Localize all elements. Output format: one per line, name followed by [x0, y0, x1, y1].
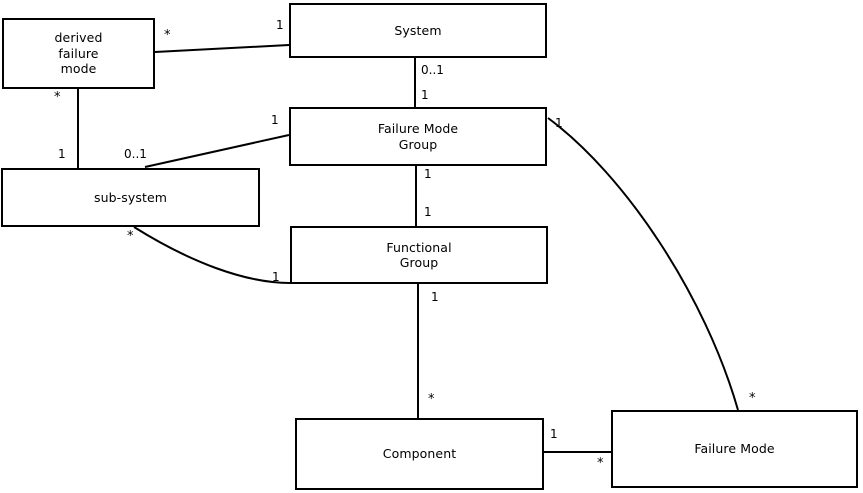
- multiplicity-label-mult-fg-component-one: 1: [431, 290, 439, 304]
- multiplicity-label-mult-fg-fmg-one: 1: [424, 205, 432, 219]
- class-name-functional-group: Functional Group: [386, 239, 452, 271]
- multiplicity-label-mult-dfm-subsystem-star: *: [54, 90, 61, 105]
- class-box-system[interactable]: System: [289, 3, 547, 58]
- multiplicity-label-mult-fg-subsystem-one: 1: [272, 270, 280, 284]
- multiplicity-label-mult-fmg-system-one: 1: [421, 88, 429, 102]
- multiplicity-label-mult-fmg-fm-one: 1: [555, 116, 563, 130]
- class-name-failure-mode: Failure Mode: [694, 441, 775, 457]
- class-name-sub-system: sub-system: [93, 189, 168, 205]
- class-name-derived-failure-mode: derived failure mode: [54, 30, 103, 77]
- multiplicity-label-mult-fmg-fg-one: 1: [424, 167, 432, 181]
- multiplicity-label-mult-system-dfm-one: 1: [276, 18, 284, 32]
- multiplicity-label-mult-subsystem-fmg-zero-one: 0..1: [124, 147, 147, 161]
- association-sub-system--functional-group: [133, 226, 291, 284]
- multiplicity-label-mult-fm-fmg-star: *: [749, 391, 756, 406]
- multiplicity-label-mult-system-fmg-zero-one: 0..1: [421, 63, 444, 77]
- multiplicity-label-mult-subsystem-dfm-one: 1: [58, 147, 66, 161]
- multiplicity-label-mult-subsystem-fg-star: *: [127, 229, 134, 244]
- class-box-component[interactable]: Component: [295, 418, 544, 490]
- class-name-system: System: [394, 22, 442, 38]
- class-box-failure-mode[interactable]: Failure Mode: [611, 410, 858, 488]
- multiplicity-label-mult-component-fg-star: *: [428, 392, 435, 407]
- multiplicity-label-mult-fm-component-star: *: [597, 456, 604, 471]
- class-box-derived-failure-mode[interactable]: derived failure mode: [2, 18, 155, 89]
- multiplicity-label-mult-dfm-system-star: *: [164, 28, 171, 43]
- class-name-failure-mode-group: Failure Mode Group: [377, 121, 459, 152]
- association-sub-system--failure-mode-group: [144, 134, 290, 168]
- association-failure-mode-group--failure-mode: [547, 117, 739, 411]
- class-box-failure-mode-group[interactable]: Failure Mode Group: [289, 107, 547, 166]
- multiplicity-label-mult-fmg-subsystem-one: 1: [271, 113, 279, 127]
- class-name-component: Component: [382, 446, 457, 462]
- class-box-sub-system[interactable]: sub-system: [1, 168, 260, 227]
- class-box-functional-group[interactable]: Functional Group: [290, 226, 548, 284]
- multiplicity-label-mult-component-fm-one: 1: [550, 427, 558, 441]
- association-derived-failure-mode--system: [154, 44, 290, 53]
